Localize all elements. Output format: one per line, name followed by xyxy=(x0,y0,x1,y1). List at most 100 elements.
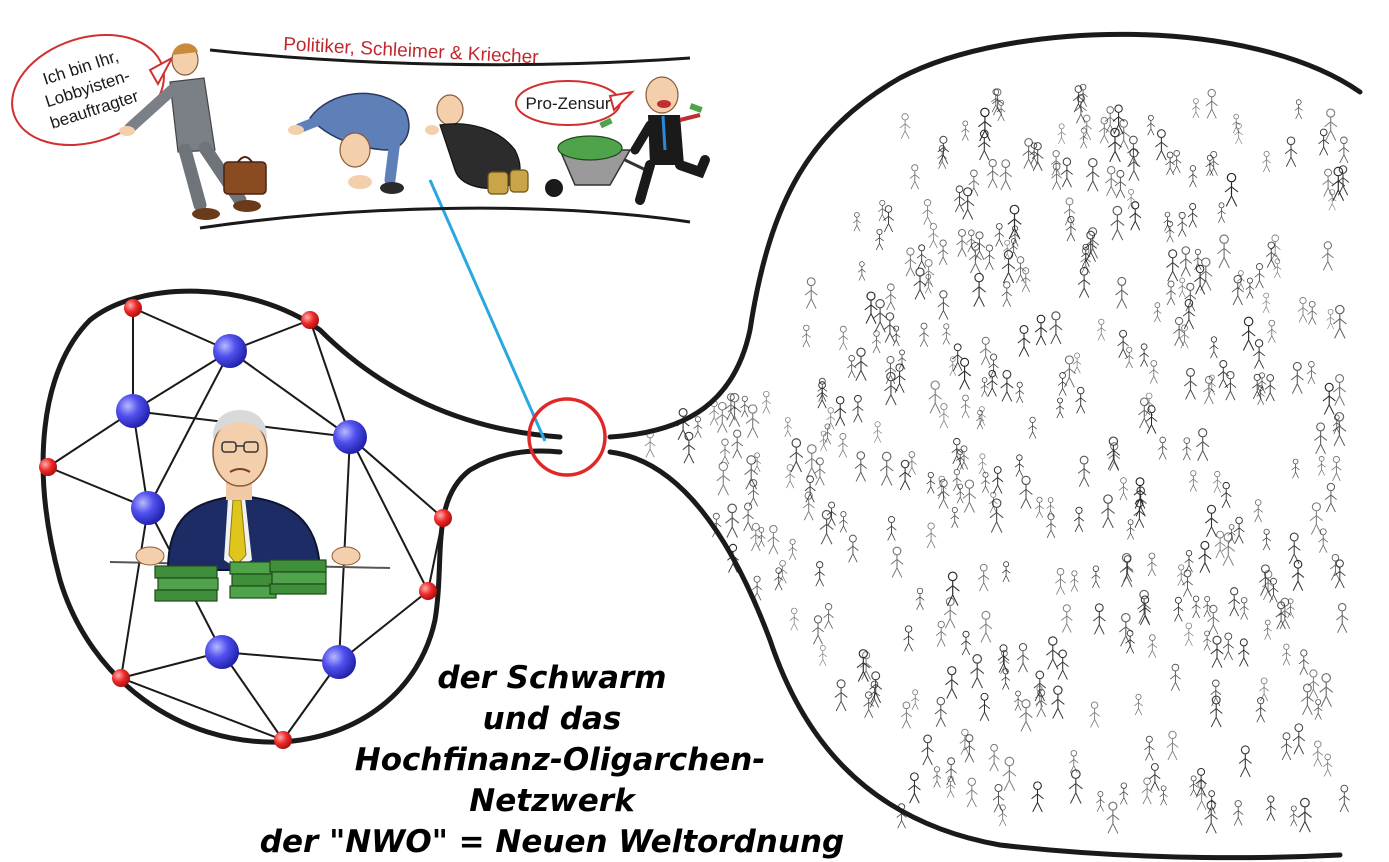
stick-figure xyxy=(1176,211,1188,237)
stick-figure xyxy=(1165,249,1180,282)
stick-figure xyxy=(731,429,744,459)
edge-node xyxy=(419,582,437,600)
stick-figure xyxy=(1319,673,1334,708)
stick-figure xyxy=(960,630,972,656)
stick-figure xyxy=(1077,266,1091,299)
stick-figure xyxy=(1084,230,1098,263)
stick-figure xyxy=(1239,596,1249,620)
stick-figure xyxy=(873,421,883,443)
stick-figure xyxy=(922,199,934,226)
stick-figure xyxy=(999,649,1010,675)
stick-figure xyxy=(915,587,925,611)
stick-figure xyxy=(1317,455,1326,476)
stick-figure xyxy=(1173,596,1184,622)
stick-figure xyxy=(903,625,915,652)
stick-figure xyxy=(1119,782,1129,805)
stick-figure xyxy=(1188,165,1198,188)
hub-node xyxy=(333,420,367,454)
stick-figure xyxy=(1069,570,1079,592)
stick-figure xyxy=(958,445,970,470)
hub-node xyxy=(213,334,247,368)
stick-figure xyxy=(1338,784,1351,813)
stick-figure xyxy=(868,671,883,704)
stick-figure xyxy=(981,471,990,494)
stick-figure xyxy=(1139,343,1150,368)
stick-figure xyxy=(1262,528,1272,551)
stick-figure xyxy=(926,471,936,494)
stick-figure xyxy=(1092,603,1106,635)
stick-figure xyxy=(1085,157,1100,192)
stick-figure xyxy=(1157,436,1168,460)
stick-figure xyxy=(1062,355,1077,388)
stick-figure xyxy=(977,406,987,427)
stick-figure xyxy=(1136,589,1152,625)
stick-figure xyxy=(928,380,943,414)
stick-figure xyxy=(1096,318,1106,341)
hub-node xyxy=(116,394,150,428)
stick-figure xyxy=(1289,805,1299,827)
stick-figure xyxy=(1125,629,1136,654)
stick-figure xyxy=(913,267,927,301)
stick-figure xyxy=(1300,683,1315,716)
stick-figure xyxy=(853,347,869,382)
stick-figure xyxy=(1191,595,1201,619)
stick-figure xyxy=(968,169,980,197)
stick-figure xyxy=(1238,745,1253,778)
stick-figure xyxy=(1332,304,1347,340)
stick-figure xyxy=(937,145,948,170)
stick-figure xyxy=(1000,369,1014,403)
stick-figure xyxy=(1198,540,1212,574)
stick-figure xyxy=(944,666,959,700)
stick-figure xyxy=(1262,150,1272,173)
stick-figure xyxy=(928,222,939,249)
stick-figure xyxy=(886,515,897,542)
stick-figure xyxy=(838,325,849,351)
stick-figure xyxy=(749,522,762,552)
stick-figure xyxy=(757,527,766,548)
stick-figure xyxy=(1019,475,1033,510)
stick-figure xyxy=(852,212,861,232)
stick-figure xyxy=(1020,267,1032,293)
stick-figure xyxy=(1291,559,1305,592)
stick-figure xyxy=(1268,577,1279,603)
edge-node xyxy=(124,299,142,317)
stick-figure xyxy=(957,357,972,391)
caption: der Schwarm und das Hochfinanz-Oligarche… xyxy=(260,660,844,860)
stick-figure xyxy=(1307,300,1318,325)
stick-figure xyxy=(971,272,987,308)
stick-figure xyxy=(883,371,898,406)
stick-figure xyxy=(992,783,1005,813)
stick-figure xyxy=(1312,740,1324,767)
stick-figure xyxy=(1072,352,1082,374)
stick-figure xyxy=(1202,375,1215,405)
stick-figure xyxy=(1118,477,1129,501)
stick-figure xyxy=(1138,595,1152,626)
stick-figure xyxy=(1322,382,1336,416)
stick-figure xyxy=(825,407,836,430)
stick-figure xyxy=(1217,202,1226,224)
stick-figure xyxy=(1016,642,1030,673)
corridor-bottom-line xyxy=(199,206,691,230)
stick-figure xyxy=(838,511,848,533)
stick-figure xyxy=(1165,220,1175,243)
stick-figure xyxy=(1014,454,1025,478)
stick-figure xyxy=(1209,695,1223,728)
stick-figure xyxy=(1098,116,1110,144)
stick-figure xyxy=(1054,567,1067,596)
stick-figure xyxy=(979,336,992,366)
stick-figure xyxy=(1333,559,1346,589)
stick-figure xyxy=(879,451,894,487)
stick-figure xyxy=(773,567,784,591)
stick-figure xyxy=(1091,565,1101,589)
stick-figure xyxy=(1096,790,1105,812)
stick-figure xyxy=(1193,248,1203,271)
stick-figure xyxy=(745,404,760,439)
stick-figure xyxy=(1266,319,1277,344)
stick-figure xyxy=(938,403,950,429)
stick-figure xyxy=(996,99,1006,122)
stick-figure xyxy=(1290,361,1305,395)
stick-figure xyxy=(1075,386,1087,414)
stick-figure xyxy=(1068,769,1084,805)
stick-figure xyxy=(1060,604,1073,633)
stick-figure xyxy=(1133,499,1146,529)
